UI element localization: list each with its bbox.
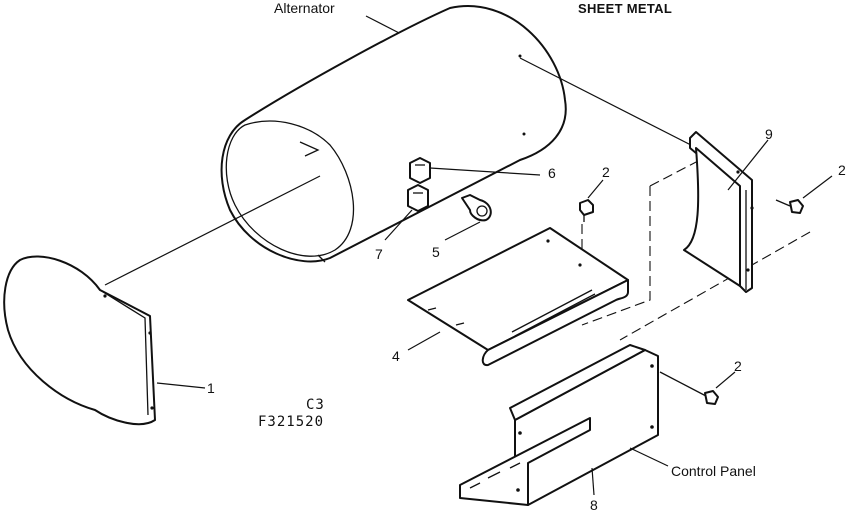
diagram-title: SHEET METAL [578,1,672,16]
leader-2-bottom [715,371,736,389]
centerline-left [104,175,321,286]
part-7-connector [407,184,429,212]
callout-7: 7 [375,246,383,262]
callout-5: 5 [432,244,440,260]
part-9-bracket [683,131,754,293]
part-8-control-panel [459,344,659,506]
callout-1: 1 [207,380,215,396]
part-2-screw-right [775,199,804,214]
figure-number: F321520 [258,414,324,430]
leader-5 [444,221,481,241]
leader-control-panel [629,447,669,467]
callout-6: 6 [548,165,556,181]
leader-4 [407,331,441,351]
callout-8: 8 [590,497,598,513]
leader-9 [727,139,769,191]
leader-1 [156,382,206,389]
leader-8 [591,467,595,496]
callout-9: 9 [765,126,773,142]
callout-2-right: 2 [838,162,846,178]
leader-2-right [802,175,833,199]
part-2-screw-top [579,199,594,222]
alternator-cylinder [220,5,567,263]
part-6-connector [409,157,431,184]
label-control-panel: Control Panel [671,463,756,479]
part-1-end-plate [3,255,156,426]
callout-2-top: 2 [602,164,610,180]
leader-2-top [587,179,604,199]
leader-7 [384,209,413,241]
part-4-base-plate [407,227,629,367]
dash-guide-9 [581,159,701,326]
label-alternator: Alternator [274,0,335,16]
callout-2-bottom: 2 [734,358,742,374]
figure-code: C3 [306,397,325,413]
part-2-screw-bottom [659,371,719,405]
part-5-knob [461,194,492,222]
leader-6 [429,167,541,176]
dash-guide-8 [619,231,811,341]
callout-4: 4 [392,348,400,364]
